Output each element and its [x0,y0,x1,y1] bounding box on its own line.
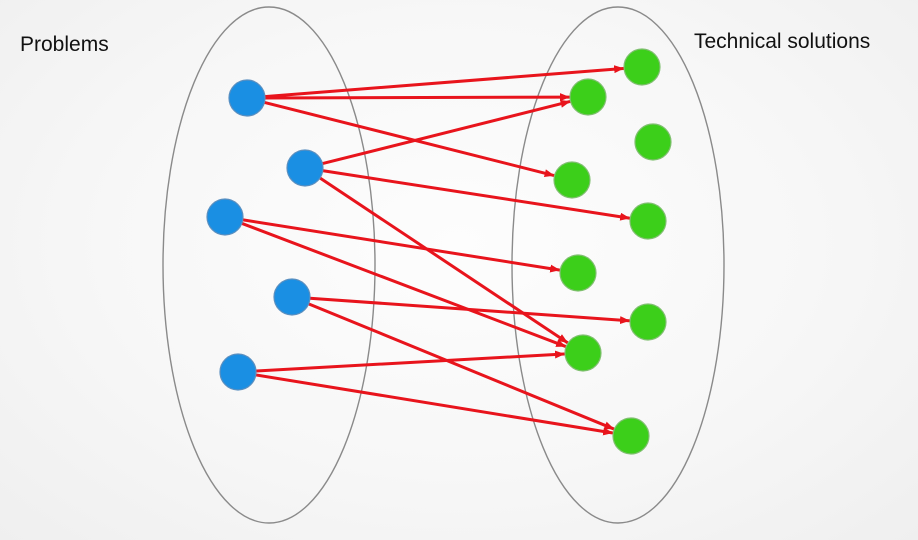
edge-p5-s9 [252,373,614,436]
problem-node-p2 [286,149,324,187]
edge-p4-s9 [305,301,615,431]
solution-node-s5 [629,202,667,240]
problems-label: Problems [20,33,109,56]
technical-solutions-label: Technical solutions [694,30,871,53]
problem-node-p3 [206,198,244,236]
solution-node-s4 [553,161,591,199]
solutions-set-outline [511,6,725,524]
problems-set-outline [162,6,376,524]
edges-layer [238,65,631,436]
edge-p1-s1 [261,65,625,99]
edge-p3-s8 [238,221,567,348]
solution-node-s6 [559,254,597,292]
edge-p2-s5 [319,168,631,221]
nodes-layer [206,48,672,455]
edge-p3-s6 [239,218,561,273]
solution-node-s7 [629,303,667,341]
edge-p1-s2 [261,93,571,102]
solution-node-s2 [569,78,607,116]
edge-p1-s4 [261,100,556,178]
solution-node-s1 [623,48,661,86]
edge-p2-s2 [319,99,572,166]
edge-p5-s8 [252,350,566,373]
problem-node-p4 [273,278,311,316]
solution-node-s9 [612,417,650,455]
solution-node-s3 [634,123,672,161]
problem-node-p5 [219,353,257,391]
problem-node-p1 [228,79,266,117]
solution-node-s8 [564,334,602,372]
edge-p4-s7 [306,296,631,325]
